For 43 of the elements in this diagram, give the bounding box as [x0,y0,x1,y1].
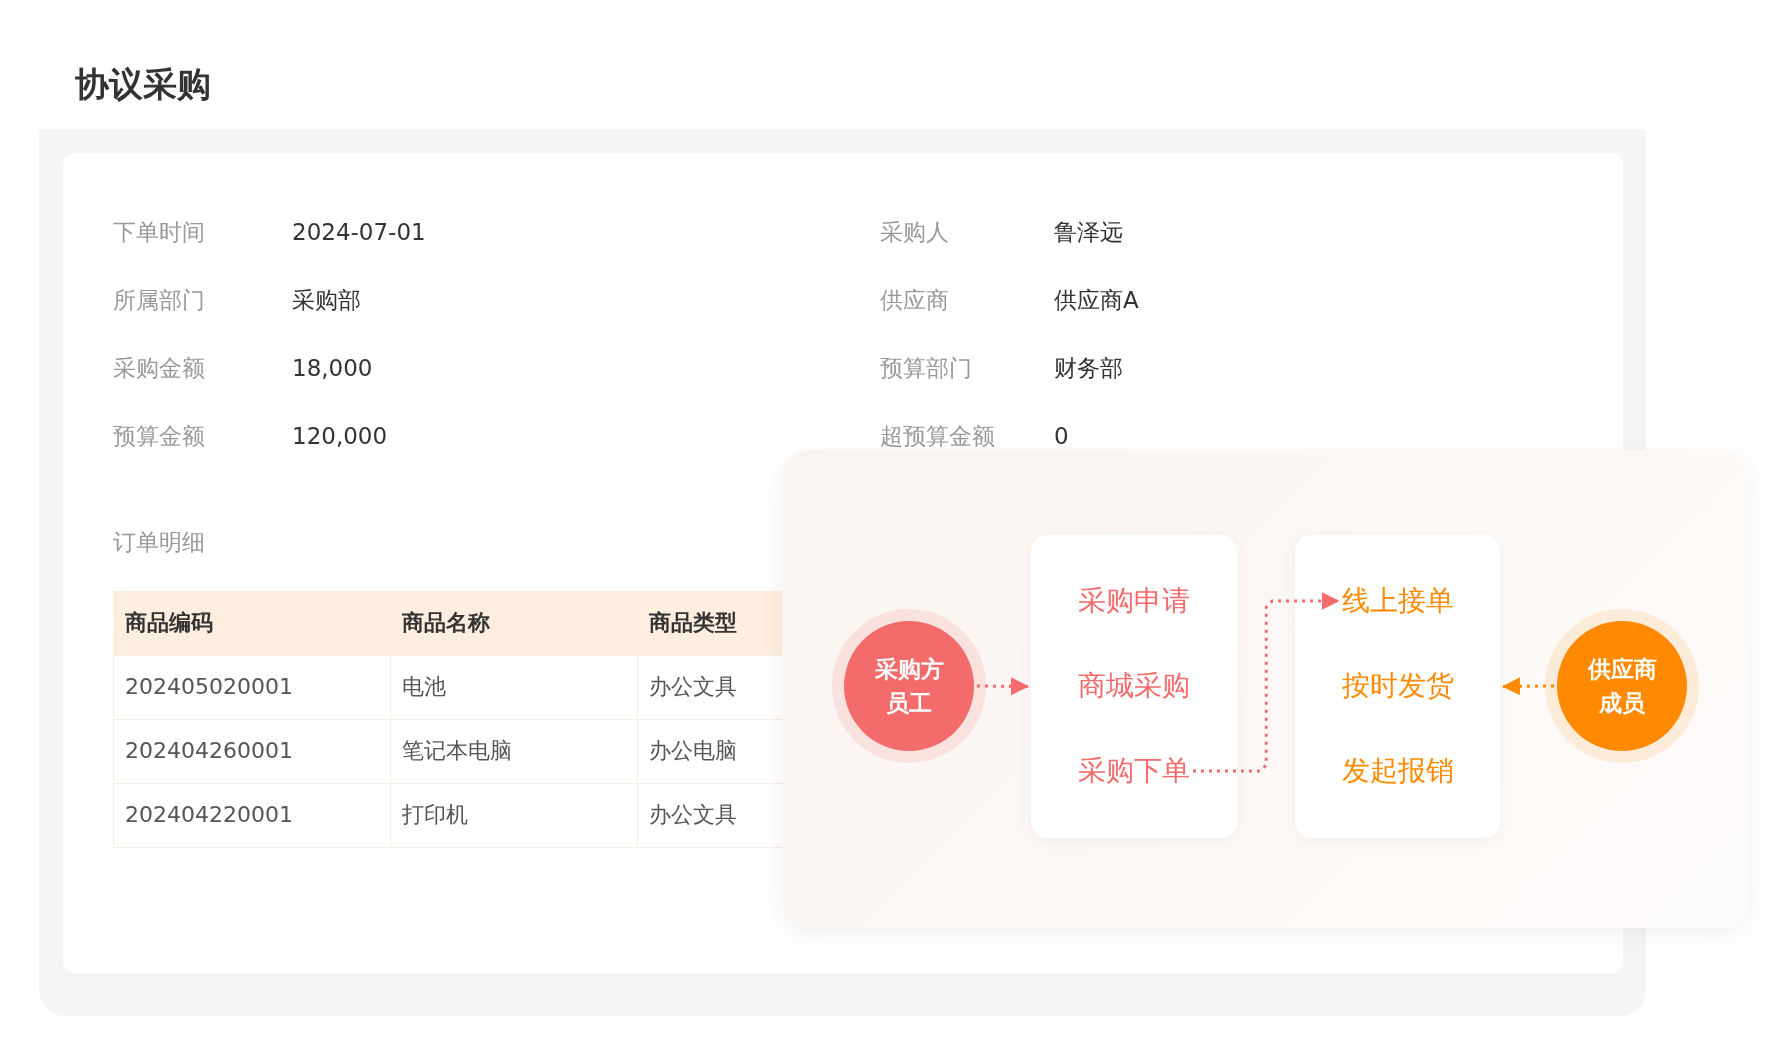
field-label: 采购金额 [113,354,205,383]
table-cell-text: 202405020001 [124,673,294,701]
table-cell-text: 笔记本电脑 [401,737,513,765]
step-text: 采购下单 [1078,753,1190,789]
role-label: 采购方员工 [873,655,945,718]
table-header-cell-text: 商品名称 [401,609,491,637]
step-text: 发起报销 [1341,753,1454,789]
table-cell-text: 202404220001 [124,801,294,829]
role-label: 供应商成员 [1586,655,1658,718]
dotted-arrow [977,677,1029,696]
step-card [1295,535,1500,838]
field-label: 超预算金额 [880,422,995,451]
table-header-cell-text: 商品类型 [648,609,738,637]
field-value: 采购部 [292,286,361,315]
field-label: 供应商 [880,286,949,315]
table-cell-text: 打印机 [401,801,469,829]
table-header-cell-text: 商品编码 [124,609,214,637]
dotted-arrow [1193,592,1340,773]
step-text: 采购申请 [1078,583,1190,619]
field-value: 18,000 [292,354,373,383]
field-label: 预算金额 [113,422,205,451]
step-text: 商城采购 [1078,668,1190,704]
field-value: 0 [1054,422,1069,451]
step-card [1031,535,1237,838]
field-label: 下单时间 [113,218,205,247]
step-text: 线上接单 [1341,583,1454,619]
field-value: 供应商A [1054,286,1139,315]
field-label: 所属部门 [113,286,205,315]
page-title: 协议采购 [75,63,211,106]
table-cell-text: 电池 [401,673,447,701]
table-cell-text: 办公文具 [648,801,738,829]
dotted-arrow [1502,677,1554,696]
field-value: 2024-07-01 [292,218,426,247]
step-text: 按时发货 [1341,668,1454,704]
section-heading: 订单明细 [113,528,205,557]
field-label: 采购人 [880,218,949,247]
table-cell-text: 办公电脑 [648,737,738,765]
field-value: 120,000 [292,422,388,451]
table-cell-text: 办公文具 [648,673,738,701]
field-label: 预算部门 [880,354,972,383]
field-value: 财务部 [1054,354,1123,383]
field-value: 鲁泽远 [1054,218,1123,247]
table-cell-text: 202404260001 [124,737,294,765]
